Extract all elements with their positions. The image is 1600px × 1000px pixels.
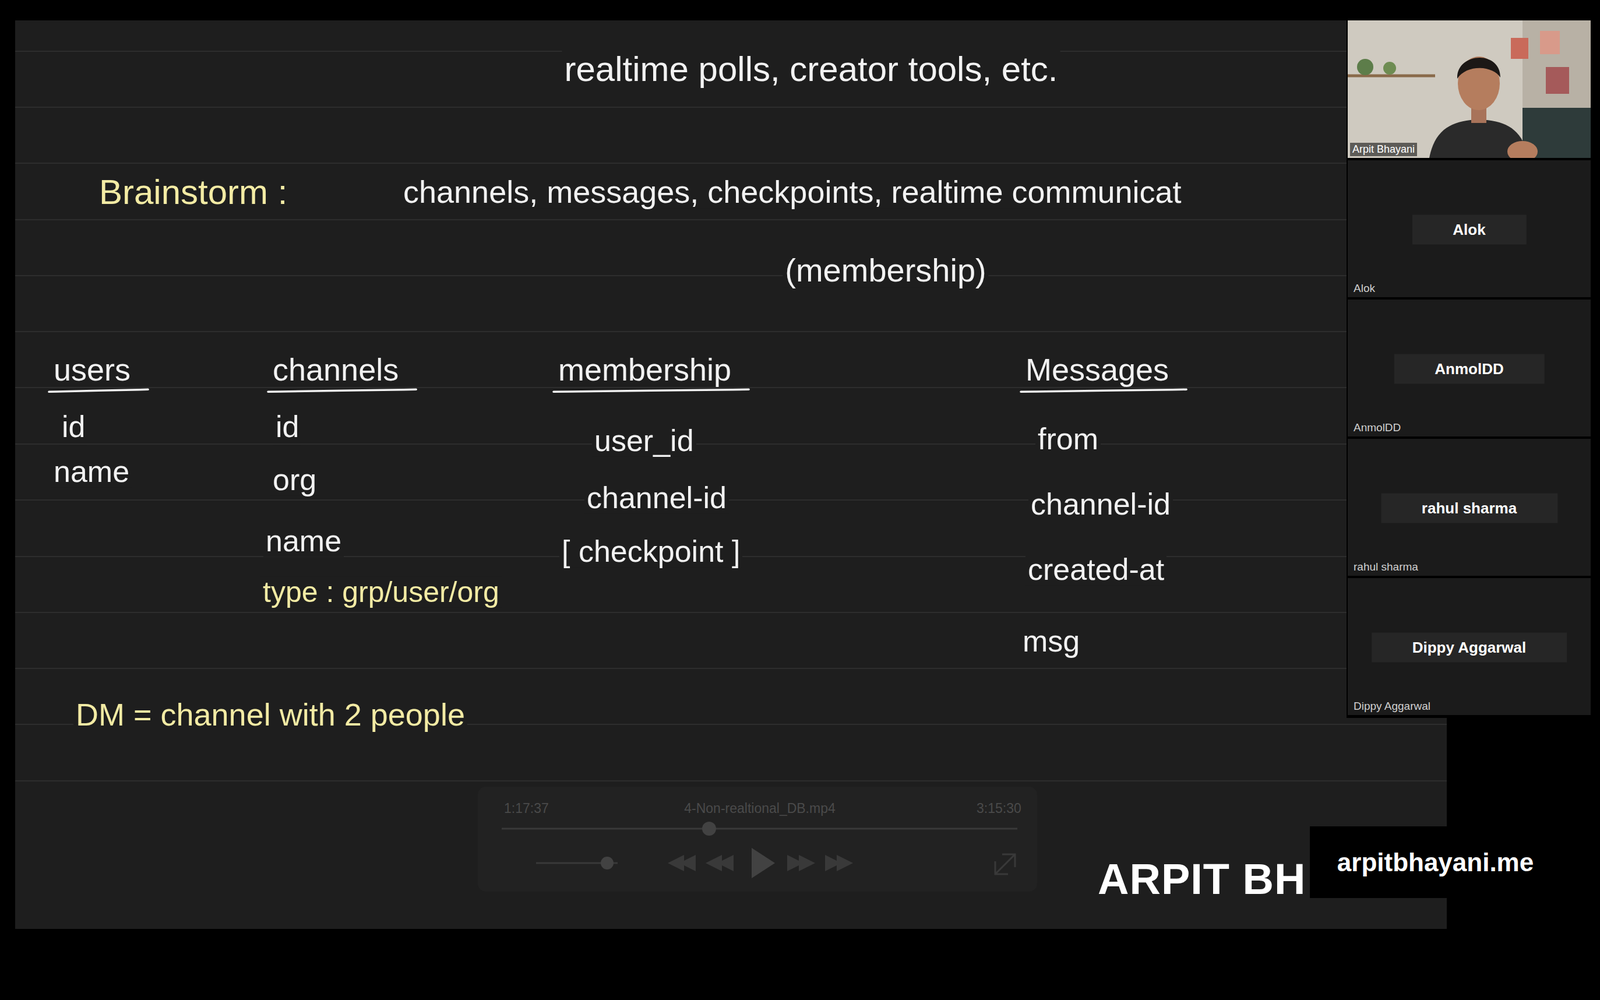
player-panel (477, 786, 1038, 892)
ruled-line (15, 219, 1447, 221)
ruled-line (15, 106, 1447, 108)
volume-knob (600, 856, 614, 870)
whiteboard (15, 20, 1447, 929)
participant-caption: Alok (1351, 281, 1378, 296)
field-name: channel-id (1028, 488, 1173, 521)
ruled-line (15, 162, 1447, 164)
field-name: name (263, 524, 344, 558)
webcam-image (1347, 20, 1591, 158)
field-name: from (1035, 423, 1101, 456)
ruled-line (15, 667, 1447, 669)
video-tile: Arpit Bhayani (1347, 20, 1591, 158)
field-name: msg (1020, 625, 1083, 658)
ruled-line (15, 443, 1447, 445)
field-name: channel-id (584, 481, 729, 514)
play-button (751, 847, 775, 879)
participant-name: AnmolDD (1393, 354, 1545, 384)
participant-caption: rahul sharma (1351, 559, 1421, 574)
player-button (717, 854, 734, 872)
field-name: user_id (591, 424, 697, 457)
participant-caption: Dippy Aggarwal (1351, 699, 1433, 714)
table-heading: membership (555, 353, 734, 387)
board-note: (membership) (782, 253, 989, 288)
watermark: ARPIT BH (1095, 856, 1309, 902)
participant-name: Arpit Bhayani (1350, 142, 1418, 157)
participant-name: Alok (1411, 215, 1527, 245)
board-note: realtime polls, creator tools, etc. (561, 50, 1060, 88)
participant-name: Dippy Aggarwal (1371, 632, 1568, 663)
heading-underline (48, 389, 148, 392)
ruled-line (15, 386, 1447, 389)
board-note: DM = channel with 2 people (73, 698, 468, 732)
participant-panel (1346, 20, 1600, 718)
participant-tile: AlokAlok (1347, 160, 1591, 298)
field-name: created-at (1025, 553, 1167, 586)
player-controls (477, 786, 1038, 892)
ruled-line (15, 780, 1447, 782)
ruled-line (15, 499, 1447, 501)
progress-knob (702, 821, 717, 836)
player-button (798, 854, 816, 872)
heading-underline (553, 389, 749, 392)
site-url: arpitbhayani.me (1332, 841, 1539, 883)
table-heading: channels (270, 353, 401, 387)
participant-caption: AnmolDD (1351, 420, 1404, 435)
player-filename: 4-Non-realtional_DB.mp4 (681, 801, 838, 816)
ruled-line (15, 330, 1447, 333)
ruled-line (15, 611, 1447, 613)
participant-tile: AnmolDD AnmolDD (1347, 299, 1591, 437)
section-heading: Brainstorm : (96, 173, 290, 211)
participant-tile: Dippy AggarwalDippy Aggarwal (1347, 578, 1591, 715)
site-badge: arpitbhayani.me (1309, 826, 1561, 898)
table-heading: Messages (1023, 353, 1172, 387)
heading-underline (1020, 389, 1187, 392)
ruled-line (15, 275, 1447, 277)
heading-underline (268, 389, 417, 392)
table-heading: users (51, 353, 133, 387)
progress-bar (501, 827, 1018, 830)
field-name: org (270, 463, 319, 496)
field-name: id (273, 410, 302, 443)
fullscreen-button (995, 854, 1016, 874)
player-button (679, 854, 696, 872)
field-note: type : grp/user/org (260, 576, 502, 608)
board-note: channels, messages, checkpoints, realtim… (400, 175, 1184, 209)
player-time: 1:17:37 (501, 801, 552, 816)
field-name: id (59, 410, 88, 443)
participant-tile: rahul sharma rahul sharma (1347, 438, 1591, 576)
player-button (836, 854, 854, 872)
participant-name: rahul sharma (1380, 493, 1558, 524)
field-name: [ checkpoint ] (559, 535, 743, 568)
field-name: name (51, 455, 132, 488)
player-time: 3:15:30 (974, 801, 1024, 816)
